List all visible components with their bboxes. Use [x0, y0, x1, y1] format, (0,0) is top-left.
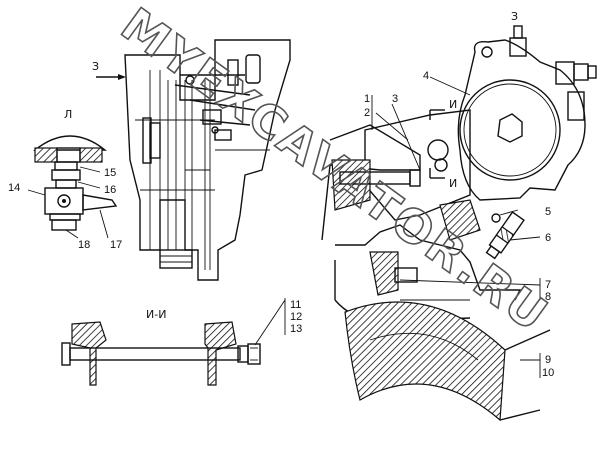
- main-view-z: З И И: [321, 10, 597, 422]
- callout-12: 12: [290, 311, 302, 323]
- detail-view-label: Л: [64, 108, 72, 121]
- callout-9: 9: [545, 354, 551, 366]
- side-view-assembly: З: [92, 39, 291, 281]
- view-arrow-z: З: [92, 60, 126, 80]
- callout-18: 18: [78, 239, 90, 251]
- callout-2: 2: [364, 107, 370, 119]
- callout-6: 6: [545, 232, 551, 244]
- callout-17: 17: [110, 239, 122, 251]
- main-view-label: З: [511, 10, 518, 23]
- callout-3: 3: [392, 93, 398, 105]
- section-view-i-i: И-И 11 12 13: [61, 298, 302, 386]
- callout-16: 16: [104, 184, 116, 196]
- view-arrow-label: З: [92, 60, 99, 73]
- callout-10: 10: [542, 367, 554, 379]
- detail-view-l: Л 15 16 14 17 18: [8, 108, 122, 251]
- pump-housing: [457, 39, 586, 201]
- section-mark-upper: И: [449, 98, 457, 111]
- callout-14: 14: [8, 182, 20, 194]
- callout-13: 13: [290, 323, 302, 335]
- callout-1: 1: [364, 93, 370, 105]
- callout-7: 7: [545, 279, 551, 291]
- callout-4: 4: [423, 70, 429, 82]
- callout-11: 11: [290, 299, 301, 311]
- callout-15: 15: [104, 167, 116, 179]
- frame-outline: [124, 39, 291, 281]
- callout-8: 8: [545, 291, 551, 303]
- callout-5: 5: [545, 206, 551, 218]
- section-view-label: И-И: [146, 308, 166, 321]
- section-mark-lower: И: [449, 177, 457, 190]
